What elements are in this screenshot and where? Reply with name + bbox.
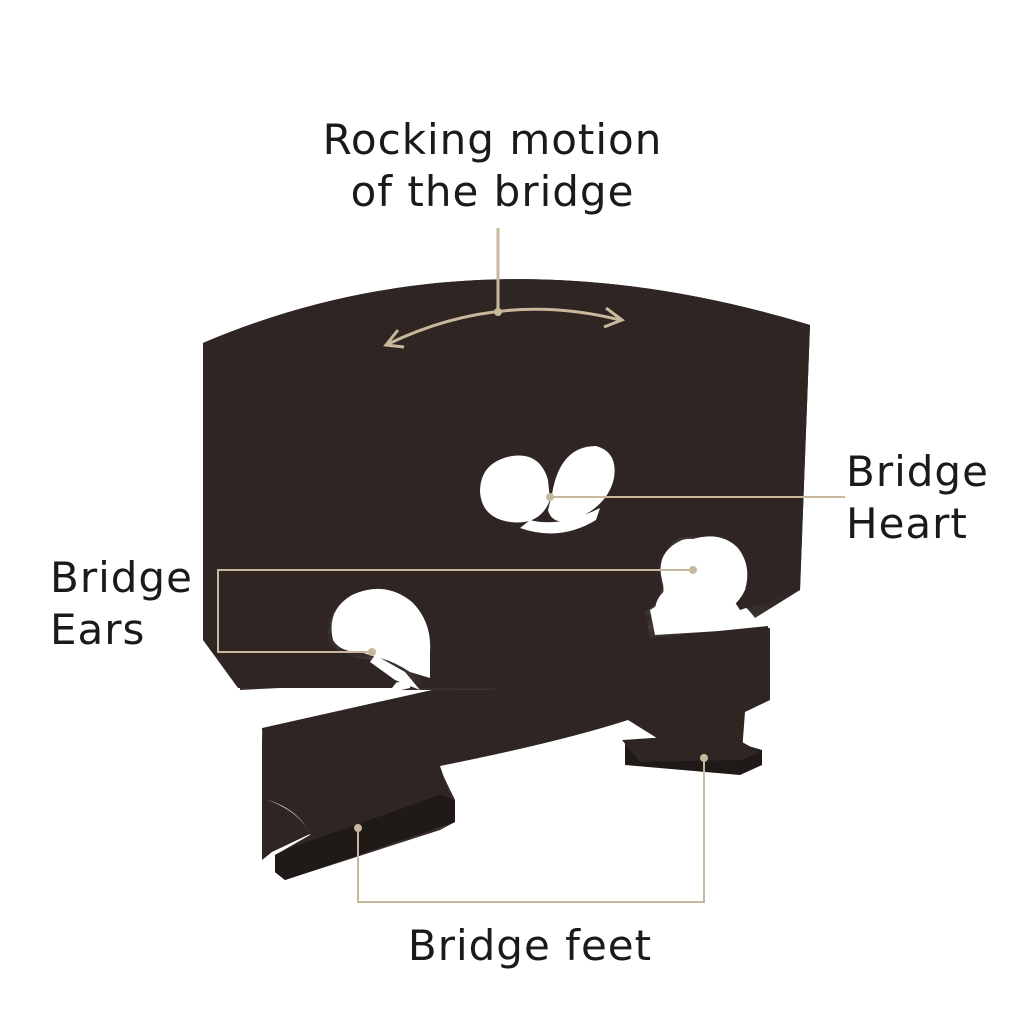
bridge-heart-label: Bridge Heart [846,446,989,550]
bridge-ears-line2: Ears [50,605,146,654]
bridge-ears-line1: Bridge [50,553,193,602]
left-ear-cutout [331,588,431,678]
bridge-ears-cutouts [331,536,748,690]
bridge-heart-line2: Heart [846,499,968,548]
heart-left-lobe [480,455,550,523]
bridge-heart-cutout [480,446,615,534]
left-foot-side [275,795,455,880]
rocking-arrowhead-right [603,306,626,329]
leader-lines [217,493,845,903]
bridge-feet-line1: Bridge feet [407,921,653,970]
right-ear-cutout [655,536,748,628]
bridge-ears-label: Bridge Ears [50,552,193,656]
waist-gap [238,690,432,728]
rocking-pivot-dot [494,308,502,316]
bridge-heart-line1: Bridge [846,447,989,496]
heart-bottom-slit [520,508,600,534]
feet-leader [357,758,705,903]
bridge-feet-label: Bridge feet [380,920,680,972]
rocking-arrowhead-left [383,329,405,349]
ears-leader [217,569,693,653]
left-foot [262,735,310,860]
rocking-arrow [383,228,626,349]
left-ear-slit [370,655,420,690]
rocking-motion-line2: of the bridge [350,167,635,216]
heart-right-lobe [548,446,615,522]
right-foot [622,735,760,762]
rocking-arc [387,307,621,346]
rocking-motion-line1: Rocking motion [322,115,663,164]
rocking-motion-label: Rocking motion of the bridge [300,114,685,218]
